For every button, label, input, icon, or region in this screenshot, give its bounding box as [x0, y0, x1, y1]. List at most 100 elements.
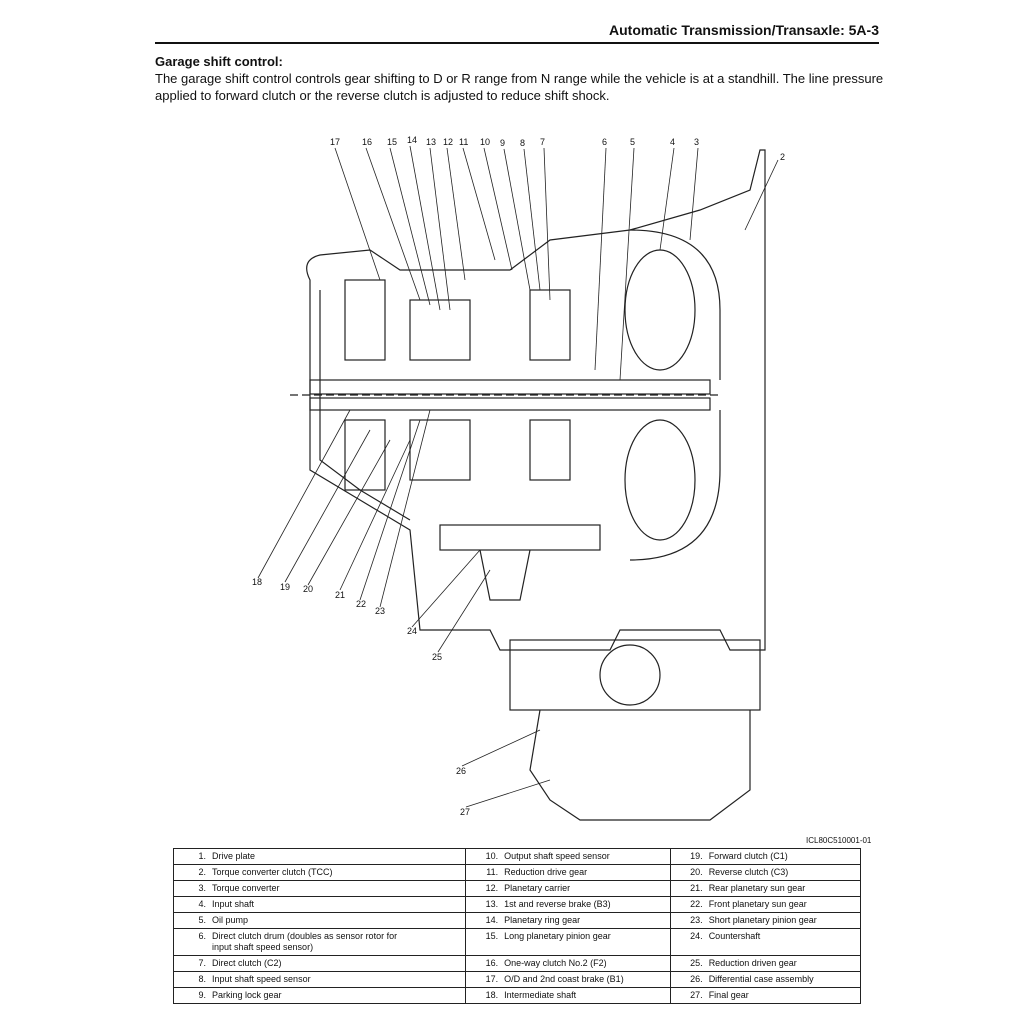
legend-text: Oil pump [212, 915, 249, 925]
legend-text: Reduction drive gear [504, 867, 588, 877]
legend-text: Long planetary pinion gear [504, 931, 611, 941]
legend-cell: 12. Planetary carrier [465, 880, 671, 897]
parts-legend-table: 1. Drive plate 10. Output shaft speed senso… [172, 848, 862, 1004]
legend-text: Forward clutch (C1) [708, 851, 788, 861]
table-row: 1. Drive plate 10. Output shaft speed senso… [172, 848, 862, 865]
legend-cell: 7.Direct clutch (C2) [172, 955, 467, 972]
legend-number: 5. [198, 915, 206, 925]
callout-label: 25 [432, 652, 442, 662]
callout-label: 7 [540, 137, 545, 147]
legend-text: Input shaft [212, 899, 255, 909]
legend-cell: 2. Torque converter clutch (TCC) [172, 864, 467, 881]
callout-label: 20 [303, 584, 313, 594]
legend-cell: 3. Torque converter [172, 880, 467, 897]
legend-text: Planetary carrier [504, 883, 571, 893]
legend-text: Final gear [708, 990, 749, 1000]
legend-body: 1. Drive plate 10. Output shaft speed senso… [172, 848, 862, 1004]
callout-label: 10 [480, 137, 490, 147]
legend-text: O/D and 2nd coast brake (B1) [504, 974, 624, 984]
callout-label: 3 [694, 137, 699, 147]
callout-label: 11 [459, 137, 468, 147]
legend-number: 13. [485, 899, 499, 909]
callout-label: 23 [375, 606, 385, 616]
legend-text: Front planetary sun gear [708, 899, 807, 909]
legend-cell: 23. Short planetary pinion gear [669, 912, 862, 929]
header-title: Automatic Transmission/Transaxle: 5A-3 [609, 22, 879, 38]
legend-cell: 22. Front planetary sun gear [669, 896, 862, 913]
legend-number: 10. [485, 851, 499, 861]
legend-cell: 13. 1st and reverse brake (B3) [465, 896, 671, 913]
page-header: Automatic Transmission/Transaxle: 5A-3 [155, 20, 879, 44]
legend-text: Intermediate shaft [504, 990, 577, 1000]
legend-text: Short planetary pinion gear [708, 915, 817, 925]
legend-cell: 10. Output shaft speed sensor [465, 848, 671, 865]
legend-number: 18. [485, 990, 499, 1000]
legend-number: 16. [485, 958, 499, 968]
legend-number: 2. [198, 867, 206, 877]
callout-label: 6 [602, 137, 607, 147]
legend-cell: 27.Final gear [669, 987, 862, 1004]
legend-number: 20. [690, 867, 703, 877]
legend-text: Direct clutch drum (doubles as sensor ro… [212, 931, 398, 952]
callout-label: 5 [630, 137, 635, 147]
legend-cell: 16. One-way clutch No.2 (F2) [465, 955, 671, 972]
legend-cell: 20. Reverse clutch (C3) [669, 864, 862, 881]
legend-text: Torque converter clutch (TCC) [212, 867, 333, 877]
callout-label: 24 [407, 626, 417, 636]
callout-label: 8 [520, 138, 525, 148]
legend-number: 23. [690, 915, 703, 925]
legend-cell: 6.Direct clutch drum (doubles as sensor … [172, 928, 467, 956]
table-row: 9.Parking lock gear 18. Intermediate shaft… [172, 987, 862, 1004]
legend-text: Torque converter [212, 883, 280, 893]
legend-number: 4. [198, 899, 206, 909]
legend-number: 1. [198, 851, 206, 861]
legend-number: 26. [690, 974, 703, 984]
callout-label: 2 [780, 152, 785, 162]
legend-number: 17. [485, 974, 499, 984]
legend-number: 14. [485, 915, 499, 925]
legend-text: Reverse clutch (C3) [708, 867, 789, 877]
legend-text: 1st and reverse brake (B3) [504, 899, 611, 909]
legend-cell: 8.Input shaft speed sensor [172, 971, 467, 988]
figure-id: ICL80C510001-01 [806, 836, 872, 845]
callout-label: 22 [356, 599, 366, 609]
legend-number: 15. [485, 931, 499, 941]
legend-text: Countershaft [708, 931, 761, 941]
table-row: 3. Torque converter 12. Planetary carrier 21… [172, 880, 862, 897]
legend-text: Planetary ring gear [504, 915, 581, 925]
legend-cell: 21. Rear planetary sun gear [669, 880, 862, 897]
legend-cell: 11. Reduction drive gear [465, 864, 671, 881]
legend-cell: 26.Differential case assembly [669, 971, 862, 988]
legend-cell: 25. Reduction driven gear [669, 955, 862, 972]
callout-label: 9 [500, 138, 505, 148]
legend-number: 21. [690, 883, 703, 893]
legend-number: 3. [198, 883, 206, 893]
section-body: The garage shift control controls gear s… [155, 71, 884, 103]
callout-label: 4 [670, 137, 675, 147]
legend-text: Reduction driven gear [708, 958, 797, 968]
legend-text: One-way clutch No.2 (F2) [504, 958, 607, 968]
callout-label: 26 [456, 766, 466, 776]
callout-label: 13 [426, 137, 436, 147]
callout-label: 17 [330, 137, 340, 147]
legend-cell: 9.Parking lock gear [172, 987, 467, 1004]
callout-label: 16 [362, 137, 372, 147]
legend-cell: 24.Countershaft [669, 928, 862, 956]
legend-text: Rear planetary sun gear [708, 883, 806, 893]
table-row: 7.Direct clutch (C2) 16. One-way clutch No… [172, 955, 862, 972]
legend-number: 25. [690, 958, 703, 968]
table-row: 4. Input shaft 13. 1st and reverse brake (B… [172, 896, 862, 913]
legend-number: 11. [486, 867, 499, 877]
callout-label: 18 [252, 577, 262, 587]
table-row: 2. Torque converter clutch (TCC) 11. Reduct… [172, 864, 862, 881]
legend-number: 22. [690, 899, 703, 909]
legend-cell: 14. Planetary ring gear [465, 912, 671, 929]
legend-text: Input shaft speed sensor [212, 974, 311, 984]
legend-cell: 19.Forward clutch (C1) [669, 848, 862, 865]
legend-cell: 4. Input shaft [172, 896, 467, 913]
legend-text: Output shaft speed sensor [504, 851, 610, 861]
legend-text: Drive plate [212, 851, 256, 861]
legend-cell: 5. Oil pump [172, 912, 467, 929]
legend-number: 12. [485, 883, 499, 893]
legend-text: Parking lock gear [212, 990, 282, 1000]
